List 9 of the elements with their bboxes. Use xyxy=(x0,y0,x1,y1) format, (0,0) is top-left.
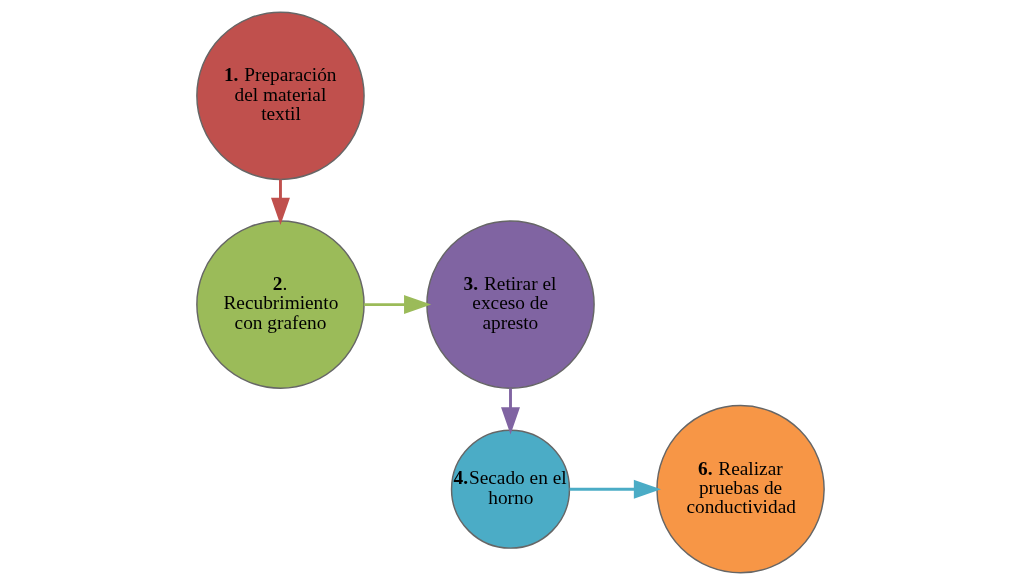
arrow xyxy=(569,479,661,499)
node-circle: 2. Recubrimiento con grafeno xyxy=(196,220,365,389)
arrow xyxy=(364,295,432,315)
arrow xyxy=(271,179,290,225)
node-circle: 4.Secado en el horno xyxy=(450,429,571,549)
arrow xyxy=(501,388,520,435)
node-circle: 6. Realizar pruebas de conductividad xyxy=(656,404,825,574)
node-circle: 3. Retirar el exceso de apresto xyxy=(426,220,595,389)
node-circle: 1. Preparación del material textil xyxy=(196,11,365,181)
